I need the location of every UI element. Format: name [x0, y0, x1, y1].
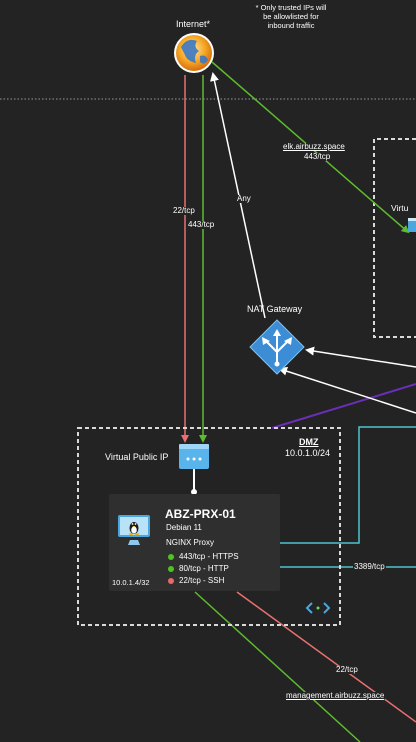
right-vm-icon: [408, 218, 416, 232]
edge-label-elk-port: 443/tcp: [303, 152, 332, 161]
port-status-dot: [168, 565, 174, 572]
server-os: Debian 11: [166, 523, 202, 532]
server-name: ABZ-PRX-01: [165, 507, 236, 521]
port-label: 443/tcp - HTTPS: [179, 552, 239, 561]
trusted-ip-note: * Only trusted IPs will be allowlisted f…: [250, 3, 332, 30]
public-ip-icon[interactable]: [179, 444, 209, 495]
port-label: 22/tcp - SSH: [179, 576, 225, 585]
nat-gateway-icon[interactable]: [249, 319, 305, 375]
right-subnet-box: [373, 138, 416, 338]
server-ip: 10.0.1.4/32: [112, 578, 150, 587]
globe-icon[interactable]: [174, 33, 214, 73]
dmz-name: DMZ: [299, 437, 319, 447]
port-status-dot: [168, 577, 174, 584]
right-vm-label-partial: Virtu: [391, 203, 409, 213]
edge-label-any: Any: [236, 194, 252, 203]
edge-label-rdp: 3389/tcp: [353, 562, 386, 571]
red-mgmt-edge: [236, 591, 416, 723]
dmz-cidr: 10.0.1.0/24: [285, 448, 331, 458]
edge-label-https: 443/tcp: [187, 220, 216, 229]
port-item-https: 443/tcp - HTTPS: [168, 552, 239, 561]
port-item-http: 80/tcp - HTTP: [168, 564, 229, 573]
edge-label-mgmt-ssh: 22/tcp: [335, 665, 359, 674]
nat-gateway-label: NAT Gateway: [247, 304, 303, 314]
note-line-3: inbound traffic: [267, 21, 315, 30]
virtual-public-ip-label: Virtual Public IP: [105, 452, 169, 462]
vnet-icon: [305, 602, 331, 614]
port-status-dot: [168, 553, 174, 560]
server-role: NGINX Proxy: [166, 538, 215, 547]
white-nat-edge-1: [305, 346, 416, 368]
linux-vm-icon: [118, 515, 150, 545]
note-line-2: be allowlisted for: [263, 12, 319, 21]
edge-label-ssh: 22/tcp: [172, 206, 196, 215]
note-line-1: * Only trusted IPs will: [255, 3, 327, 12]
white-nat-edge-2: [278, 366, 416, 414]
port-item-ssh: 22/tcp - SSH: [168, 576, 224, 585]
internet-label: Internet*: [176, 19, 211, 29]
server-card[interactable]: ABZ-PRX-01 Debian 11 NGINX Proxy 443/tcp…: [109, 494, 280, 591]
dmz-subnet-box: [77, 427, 341, 626]
edge-label-elk-host[interactable]: elk.airbuzz.space: [282, 142, 346, 151]
port-label: 80/tcp - HTTP: [179, 564, 229, 573]
purple-link: [271, 383, 416, 429]
cyan-link-upper: [280, 426, 416, 544]
green-mgmt-edge: [194, 591, 361, 742]
edge-label-mgmt-host[interactable]: management.airbuzz.space: [285, 691, 386, 700]
